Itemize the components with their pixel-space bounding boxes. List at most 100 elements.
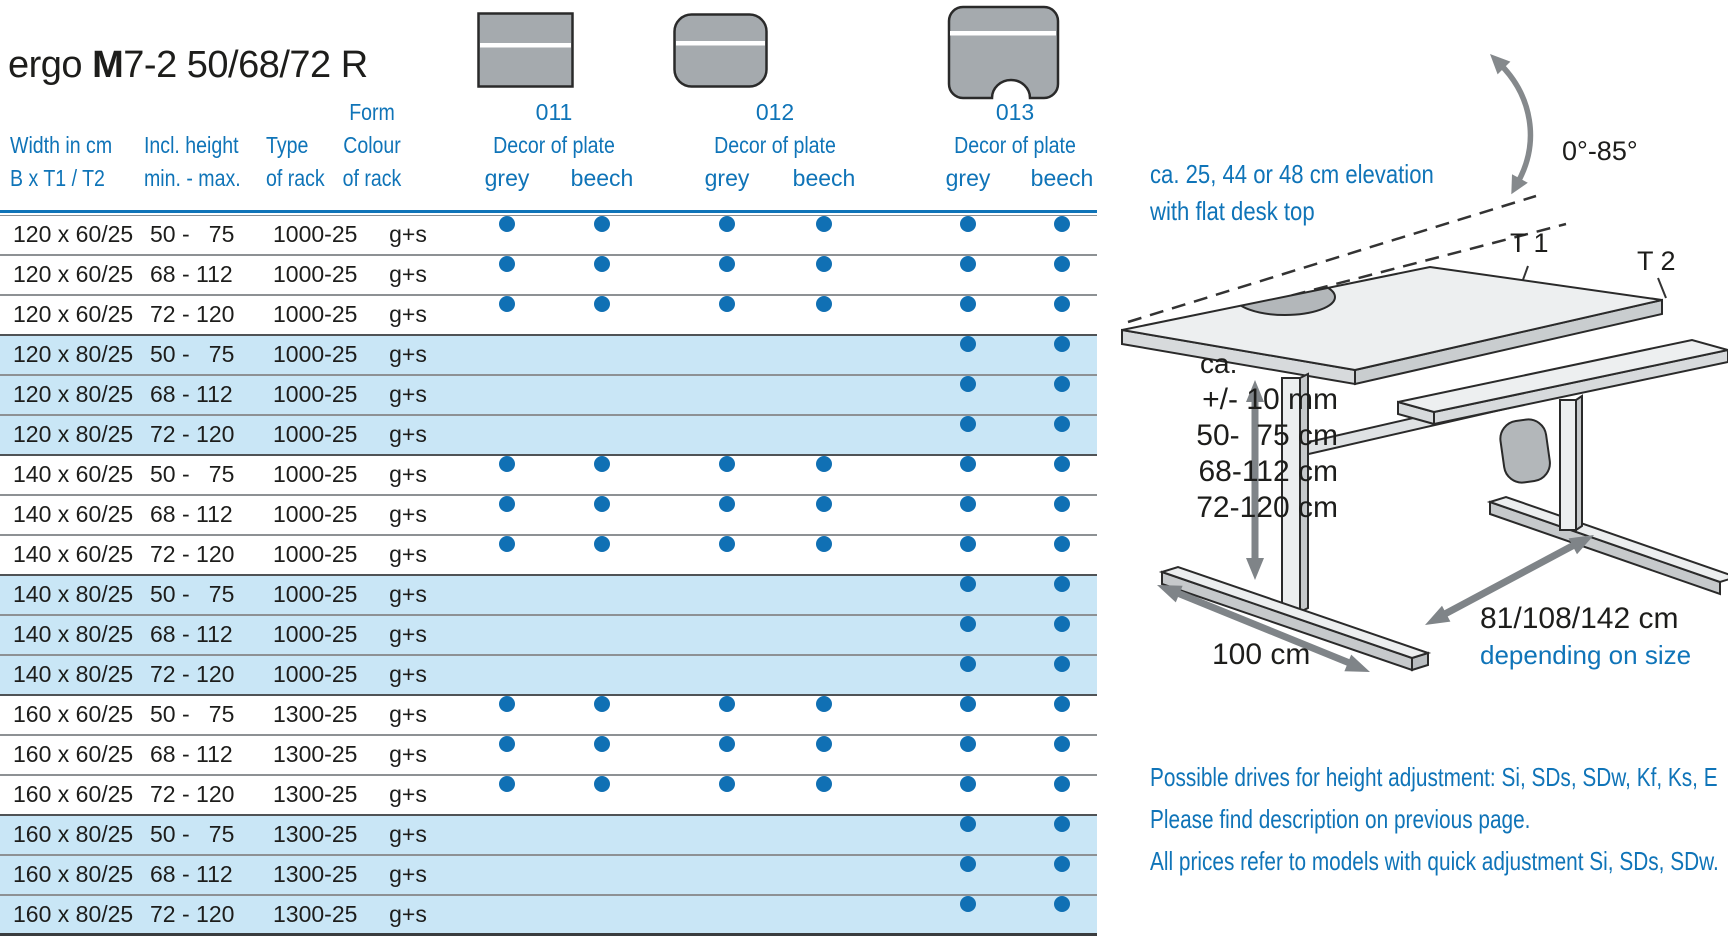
width-header-line2: B x T1 / T2 [10, 165, 105, 191]
availability-dot [816, 296, 832, 312]
height-range-cell: 68 - 112 [150, 861, 233, 887]
size-cell: 140 x 80/25 [13, 581, 134, 607]
availability-dot [719, 296, 735, 312]
availability-dot [1054, 376, 1070, 392]
form-colour-cell: g+s [389, 661, 427, 687]
availability-dot [719, 696, 735, 712]
drives-note: Possible drives for height adjustment: S… [1150, 762, 1718, 792]
rack-type-cell: 1000-25 [273, 341, 358, 367]
rack-type-cell: 1300-25 [273, 861, 358, 887]
availability-dot [1054, 496, 1070, 512]
group-013-label: Decor of plate [954, 132, 1076, 158]
group-011-beech-header: beech [570, 165, 634, 191]
form-colour-cell: g+s [389, 821, 427, 847]
form-colour-cell: g+s [389, 861, 427, 887]
group-012-grey-header: grey [704, 165, 750, 191]
availability-dot [960, 296, 976, 312]
left-foot [1158, 565, 1432, 672]
form-colour-cell: g+s [389, 341, 427, 367]
rack-type-cell: 1000-25 [273, 421, 358, 447]
height-range-2: 68-112 cm [1198, 455, 1338, 488]
foot-length-label: 100 cm [1212, 638, 1311, 671]
height-range-cell: 72 - 120 [150, 661, 235, 687]
availability-dot [719, 216, 735, 232]
availability-dot [960, 496, 976, 512]
desk-width-label: 81/108/142 cm [1480, 602, 1679, 635]
availability-dot [816, 456, 832, 472]
desk-shape-012-icon [673, 13, 768, 88]
rack-type-cell: 1000-25 [273, 461, 358, 487]
availability-dot [960, 576, 976, 592]
availability-dot [960, 736, 976, 752]
size-cell: 160 x 60/25 [13, 741, 134, 767]
height-range-cell: 72 - 120 [150, 421, 235, 447]
size-cell: 140 x 60/25 [13, 541, 134, 567]
t1-tabletop [1121, 265, 1663, 386]
prices-note: All prices refer to models with quick ad… [1150, 846, 1719, 876]
group-013-code: 013 [995, 99, 1035, 125]
height-range-cell: 72 - 120 [150, 781, 235, 807]
availability-dot [499, 296, 515, 312]
form-colour-cell: g+s [389, 421, 427, 447]
height-range-cell: 72 - 120 [150, 541, 235, 567]
availability-dot [594, 536, 610, 552]
availability-dot [499, 456, 515, 472]
height-range-cell: 50 - 75 [150, 701, 235, 727]
availability-dot [960, 256, 976, 272]
availability-dot [1054, 536, 1070, 552]
height-range-cell: 68 - 112 [150, 621, 233, 647]
form-colour-cell: g+s [389, 261, 427, 287]
size-cell: 160 x 80/25 [13, 861, 134, 887]
rack-type-cell: 1300-25 [273, 901, 358, 927]
availability-dot [1054, 336, 1070, 352]
form-colour-cell: g+s [389, 701, 427, 727]
desk-shape-013-icon [947, 5, 1060, 100]
rack-type-cell: 1000-25 [273, 501, 358, 527]
rack-type-cell: 1300-25 [273, 701, 358, 727]
table-row: 160 x 80/25 72 - 120 1300-25 g+s [0, 896, 1097, 936]
height-header-line2: min. - max. [144, 165, 241, 191]
t2-label: T 2 [1637, 246, 1676, 276]
availability-dot [1054, 296, 1070, 312]
availability-dot [594, 256, 610, 272]
t1-label: T 1 [1510, 228, 1549, 258]
header-rule-grey [0, 215, 1097, 216]
height-range-3: 72-120 cm [1196, 491, 1338, 524]
availability-dot [816, 736, 832, 752]
right-leg [1559, 394, 1583, 532]
tilt-arc-arrow [1490, 54, 1534, 195]
availability-dot [960, 336, 976, 352]
group-013-beech-header: beech [1030, 165, 1094, 191]
right-foot [1486, 495, 1728, 596]
size-cell: 160 x 80/25 [13, 901, 134, 927]
rack-type-cell: 1300-25 [273, 821, 358, 847]
size-cell: 120 x 60/25 [13, 221, 134, 247]
foot-length-arrow [1157, 585, 1370, 672]
form-colour-cell: g+s [389, 381, 427, 407]
availability-dot [1054, 896, 1070, 912]
height-header-line1: Incl. height [144, 132, 239, 158]
availability-dot [1054, 576, 1070, 592]
page-title: ergo M7-2 50/68/72 R [8, 44, 368, 87]
height-range-cell: 72 - 120 [150, 901, 235, 927]
height-range-cell: 68 - 112 [150, 501, 233, 527]
desk-illustration: ca. 25, 44 or 48 cm elevation with flat … [1100, 30, 1728, 710]
availability-dot [1054, 256, 1070, 272]
motor-bracket [1499, 418, 1551, 484]
availability-dot [499, 256, 515, 272]
form-colour-cell: g+s [389, 901, 427, 927]
availability-dot [594, 776, 610, 792]
availability-dot [960, 656, 976, 672]
height-tolerance: +/- 10 mm [1202, 383, 1338, 416]
